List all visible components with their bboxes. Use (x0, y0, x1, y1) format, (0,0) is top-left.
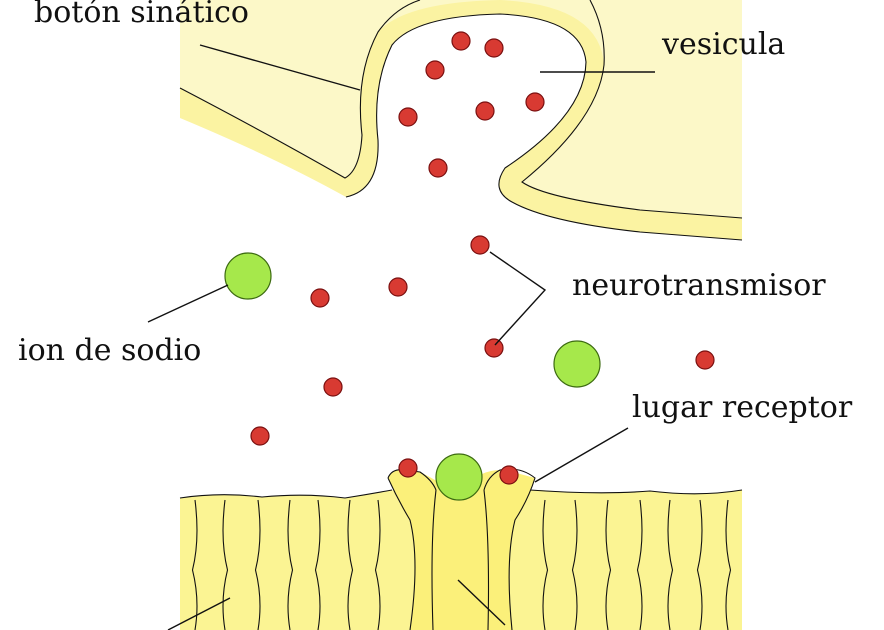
leader-membrane (167, 597, 231, 630)
membrane-lipid-lines (191, 499, 732, 630)
lipid-line (374, 499, 381, 630)
sodium-ion (224, 252, 272, 300)
neurotransmitter-molecule (484, 338, 504, 358)
lipid-line (347, 499, 354, 630)
leader-neurotransmitter (489, 251, 547, 346)
lipid-line (636, 499, 643, 630)
lipid-line (254, 499, 261, 630)
neurotransmitter-molecule (310, 288, 330, 308)
lipid-line (287, 499, 294, 630)
terminal-outer-outline (179, 0, 743, 219)
neurotransmitter-molecules (250, 31, 715, 485)
neurotransmitter-molecule (398, 458, 418, 478)
lipid-line (571, 499, 578, 630)
neurotransmitter-molecule (695, 350, 715, 370)
label-vesicle: vesicula (661, 27, 785, 62)
neurotransmitter-molecule (451, 31, 471, 51)
sodium-ions (224, 252, 601, 501)
lipid-line (314, 499, 321, 630)
sodium-ion (553, 340, 601, 388)
neurotransmitter-molecule (484, 38, 504, 58)
lipid-line (191, 499, 198, 630)
lipid-line (542, 499, 549, 630)
leader-receptor-site (534, 427, 629, 483)
presynaptic-membrane (180, 0, 742, 240)
vesicle-outline (345, 13, 743, 241)
label-synaptic-button: botón sinático (34, 0, 249, 30)
neurotransmitter-molecule (428, 158, 448, 178)
label-sodium-ion: ion de sodio (18, 333, 201, 368)
receptor-channel-inner (431, 489, 490, 630)
leader-channel (457, 579, 506, 626)
leader-synaptic-button (199, 44, 361, 91)
neurotransmitter-molecule (475, 101, 495, 121)
neurotransmitter-molecule (470, 235, 490, 255)
label-receptor-site: lugar receptor (632, 390, 853, 425)
lipid-line (222, 499, 229, 630)
leader-lines (147, 44, 655, 630)
presynaptic-terminal (179, 0, 743, 241)
neurotransmitter-molecule (323, 377, 343, 397)
neurotransmitter-molecule (525, 92, 545, 112)
neurotransmitter-molecule (425, 60, 445, 80)
lipid-line (725, 499, 732, 630)
receptor-channel (388, 469, 535, 630)
sodium-ion (435, 453, 483, 501)
lipid-line (667, 499, 674, 630)
postsynaptic-membrane (179, 468, 743, 630)
neurotransmitter-molecule (499, 465, 519, 485)
neurotransmitter-molecule (388, 277, 408, 297)
postsynaptic-top-line (179, 489, 743, 499)
lipid-line (605, 499, 612, 630)
neurotransmitter-molecule (398, 107, 418, 127)
lipid-line (696, 499, 703, 630)
label-neurotransmitter: neurotransmisor (572, 268, 826, 303)
leader-sodium-ion (147, 284, 229, 323)
neurotransmitter-molecule (250, 426, 270, 446)
